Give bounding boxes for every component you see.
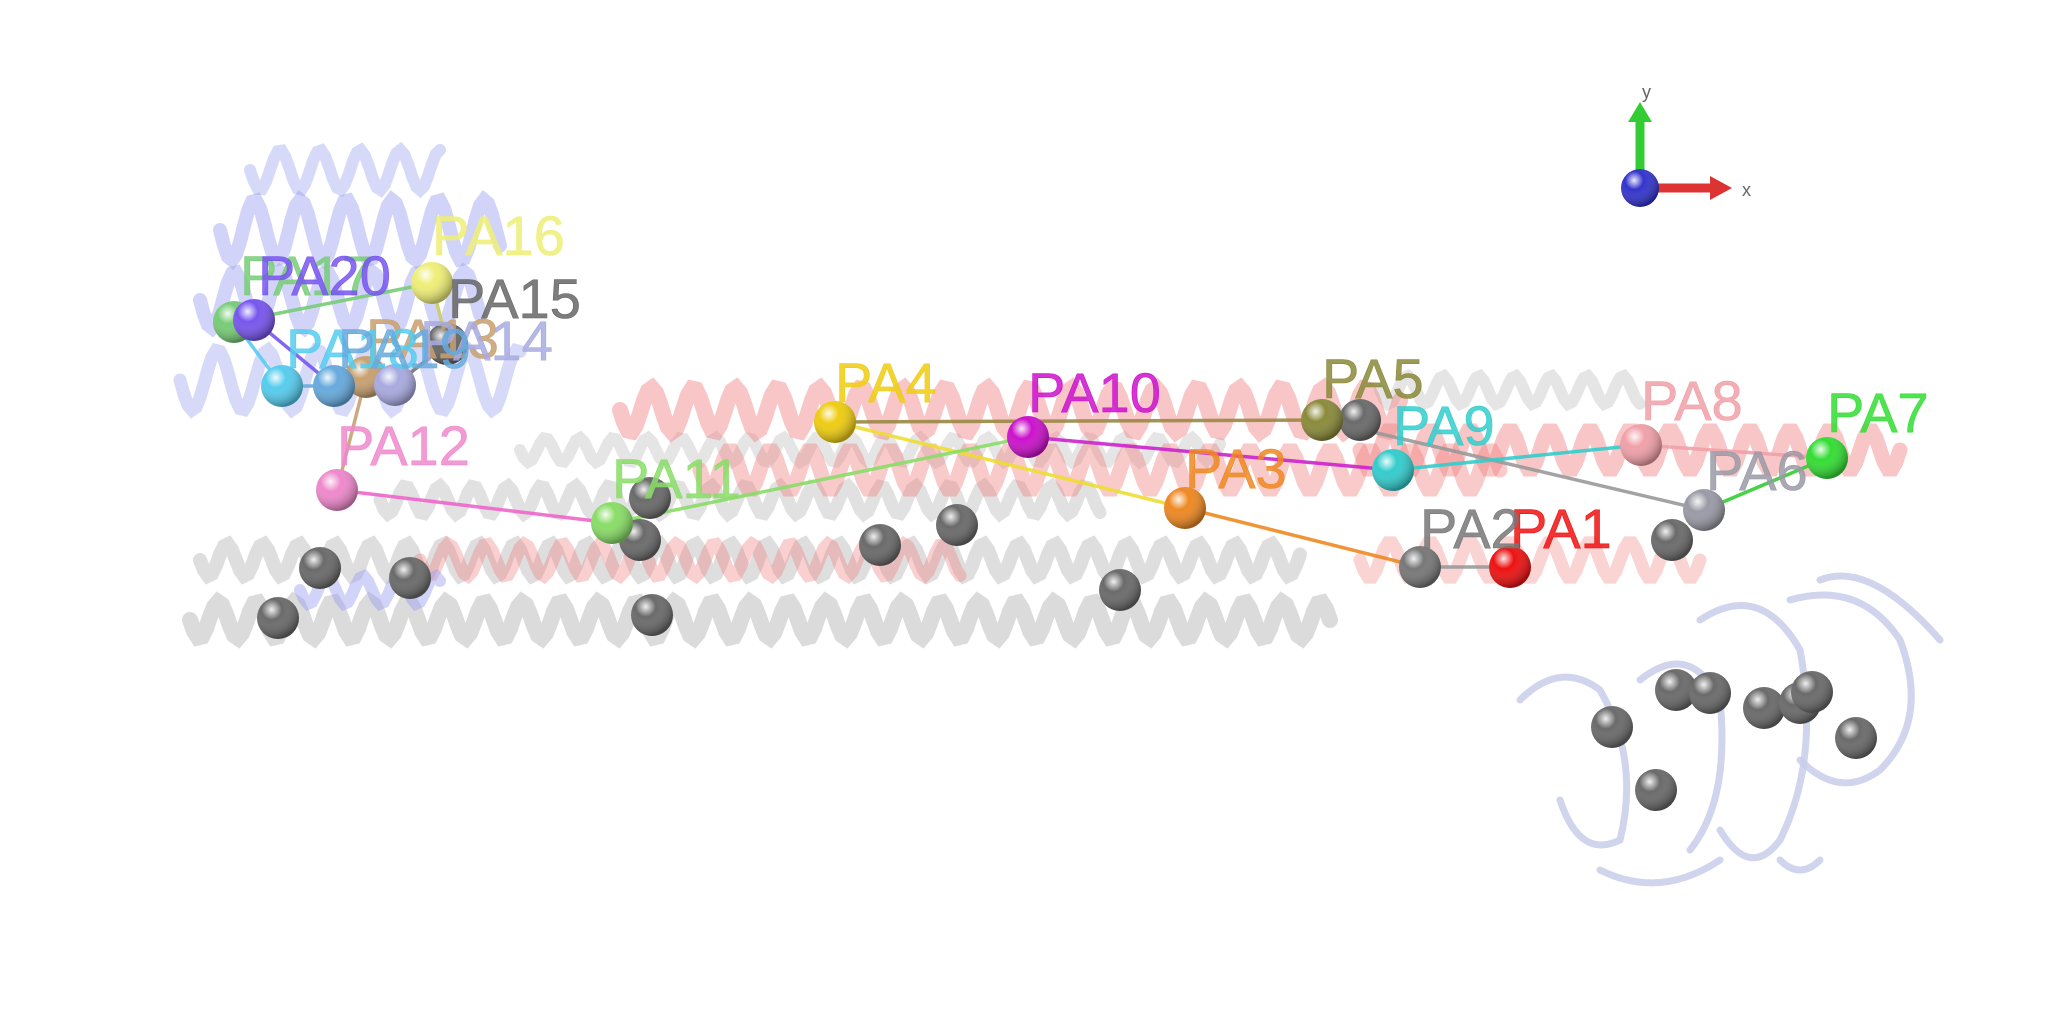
lavender-sheet-ribbon (1786, 591, 1915, 787)
marker-label-pa12: PA12 (337, 414, 470, 477)
lavender-sheet-ribbon (1816, 572, 1944, 644)
connection-pa2-pa3 (1184, 506, 1421, 569)
gray-helix-ribbon (514, 430, 1226, 470)
y-axis-label: y (1642, 82, 1651, 102)
marker-label-pa10: PA10 (1028, 361, 1161, 424)
x-axis-label: x (1742, 180, 1751, 200)
marker-label-pa6: PA6 (1706, 439, 1808, 502)
gray-helix-ribbon (193, 535, 1307, 585)
connection-pa6-pa7 (1703, 456, 1828, 512)
lavender-sheet-ribbon (1516, 673, 1631, 849)
blue-domain-ribbon (244, 141, 446, 199)
marker-label-pa9: PA9 (1393, 394, 1495, 457)
marker-label-pa2: PA2 (1420, 497, 1522, 560)
marker-label-pa8: PA8 (1641, 369, 1743, 432)
connection-pa9-pa10 (1027, 435, 1394, 472)
marker-label-pa19: PA19 (338, 317, 471, 380)
marker-label-pa5: PA5 (1322, 347, 1424, 410)
marker-label-pa3: PA3 (1185, 437, 1287, 500)
marker-label-pa11: PA11 (612, 447, 741, 510)
marker-spheres-layer (213, 262, 1877, 811)
gray-helix-ribbon (1374, 368, 1646, 412)
connection-pa4-pa5 (834, 418, 1323, 424)
marker-label-pa1: PA1 (1510, 497, 1612, 560)
red-helix-ribbon (612, 377, 1408, 443)
red-helix-ribbon (692, 443, 1508, 497)
blue-domain-ribbon (213, 190, 507, 270)
marker-label-pa18: PA18 (286, 317, 419, 380)
lavender-sheet-ribbon (1696, 602, 1811, 862)
connection-pa3-pa4 (834, 420, 1186, 510)
marker-label-pa15: PA15 (448, 267, 581, 330)
gray-helix-ribbon (182, 591, 1338, 649)
marker-label-pa14: PA14 (420, 309, 553, 372)
lavender-sheet-ribbon (1776, 856, 1824, 874)
gray-helix-ribbon (373, 477, 1107, 523)
connection-pa11-pa12 (336, 488, 613, 525)
marker-label-pa13: PA13 (366, 307, 499, 370)
connection-pa8-pa9 (1392, 443, 1642, 472)
connection-pa5-pa6 (1321, 418, 1705, 512)
connection-pa10-pa11 (611, 435, 1029, 525)
marker-label-pa16: PA16 (432, 204, 565, 267)
marker-label-pa20: PA20 (258, 244, 391, 307)
x-axis-arrowhead (1710, 176, 1732, 200)
connection-pa7-pa8 (1640, 443, 1828, 460)
lavender-sheet-ribbon (1596, 856, 1724, 887)
marker-label-pa7: PA7 (1827, 381, 1929, 444)
y-axis-arrowhead (1628, 102, 1652, 122)
marker-label-pa4: PA4 (835, 351, 937, 414)
axis-triad: y x (1621, 82, 1751, 207)
marker-label-pa17: PA17 (240, 244, 373, 307)
